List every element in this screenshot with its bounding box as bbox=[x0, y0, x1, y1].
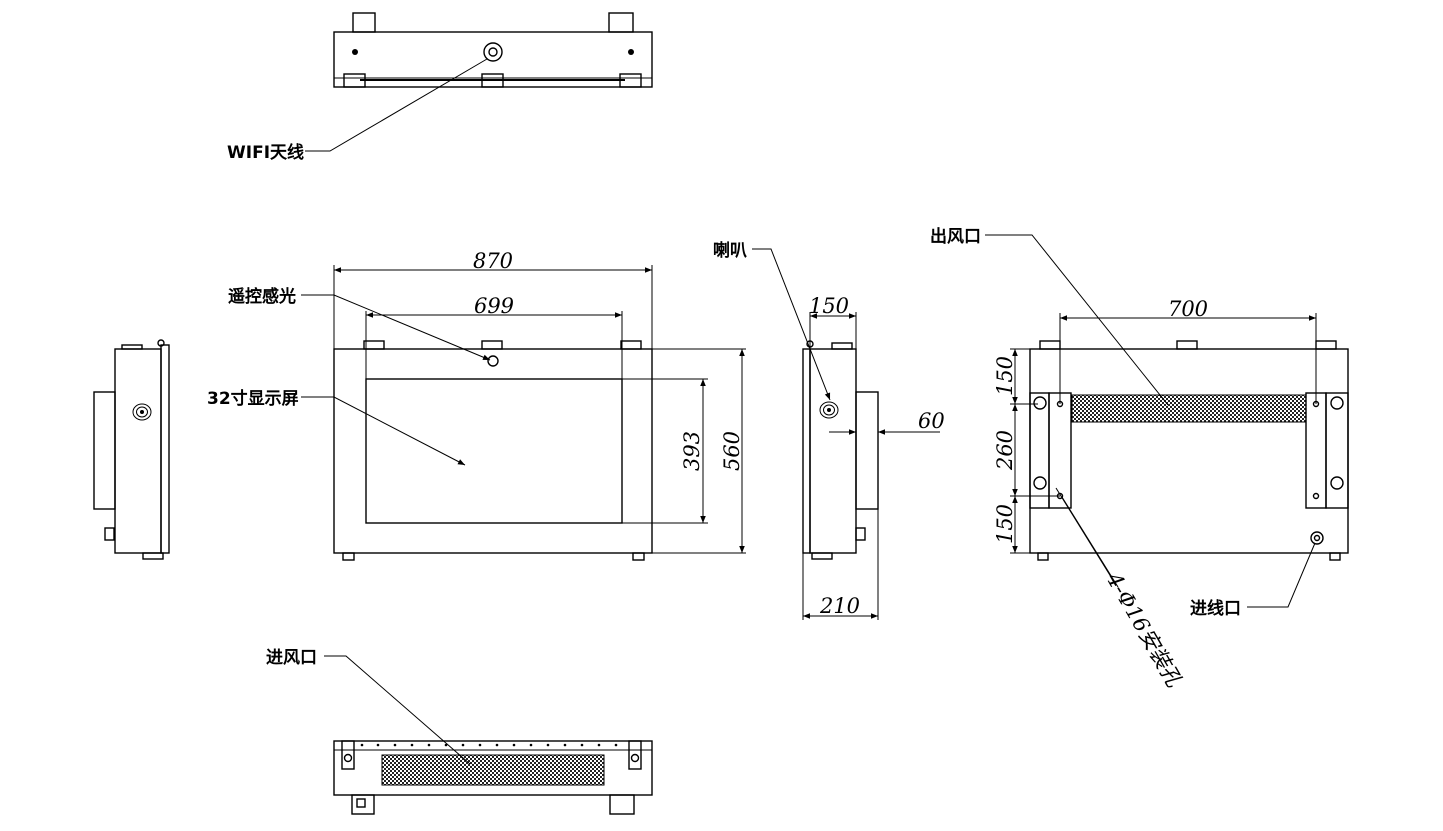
right-side-view bbox=[802, 340, 879, 560]
display-label: 32寸显示屏 bbox=[207, 388, 299, 409]
dim-side-depth-total: 210 bbox=[819, 594, 860, 618]
speaker-icon bbox=[132, 403, 152, 421]
wifi-antenna-icon bbox=[483, 42, 503, 62]
rear-view bbox=[1029, 340, 1349, 561]
dim-total-height: 560 bbox=[720, 431, 744, 471]
vent-dot-row bbox=[360, 743, 618, 747]
top-view bbox=[333, 12, 653, 88]
display-screen bbox=[365, 378, 623, 524]
bottom-view bbox=[333, 740, 653, 815]
mount-holes-label: 4-Φ16安装孔 bbox=[1101, 568, 1186, 692]
dim-rear-upper: 150 bbox=[993, 356, 1017, 396]
air-outlet-label: 出风口 bbox=[930, 226, 981, 247]
front-view bbox=[333, 340, 653, 561]
air-outlet-grille bbox=[1071, 394, 1307, 423]
wifi-antenna-label: WIFI天线 bbox=[227, 142, 304, 163]
air-inlet-label: 进风口 bbox=[266, 648, 317, 668]
air-inlet-grille bbox=[381, 754, 605, 786]
dim-rear-lower: 150 bbox=[993, 504, 1017, 544]
speaker-icon bbox=[819, 401, 839, 419]
speaker-label: 喇叭 bbox=[713, 240, 747, 261]
dim-front-inner-width: 699 bbox=[474, 294, 514, 318]
dim-front-width: 870 bbox=[473, 249, 513, 273]
cable-inlet-label: 进线口 bbox=[1190, 598, 1241, 619]
left-side-view bbox=[93, 339, 170, 560]
remote-sensor-icon bbox=[487, 355, 499, 367]
dim-side-depth-top: 150 bbox=[809, 294, 849, 318]
dim-screen-height: 393 bbox=[680, 431, 704, 471]
remote-sensor-label: 遥控感光 bbox=[228, 286, 296, 307]
dim-rear-bracket-span: 700 bbox=[1168, 297, 1208, 321]
cable-inlet-icon bbox=[1310, 531, 1324, 545]
dim-side-protrusion: 60 bbox=[918, 409, 945, 433]
dim-rear-middle: 260 bbox=[993, 430, 1017, 471]
